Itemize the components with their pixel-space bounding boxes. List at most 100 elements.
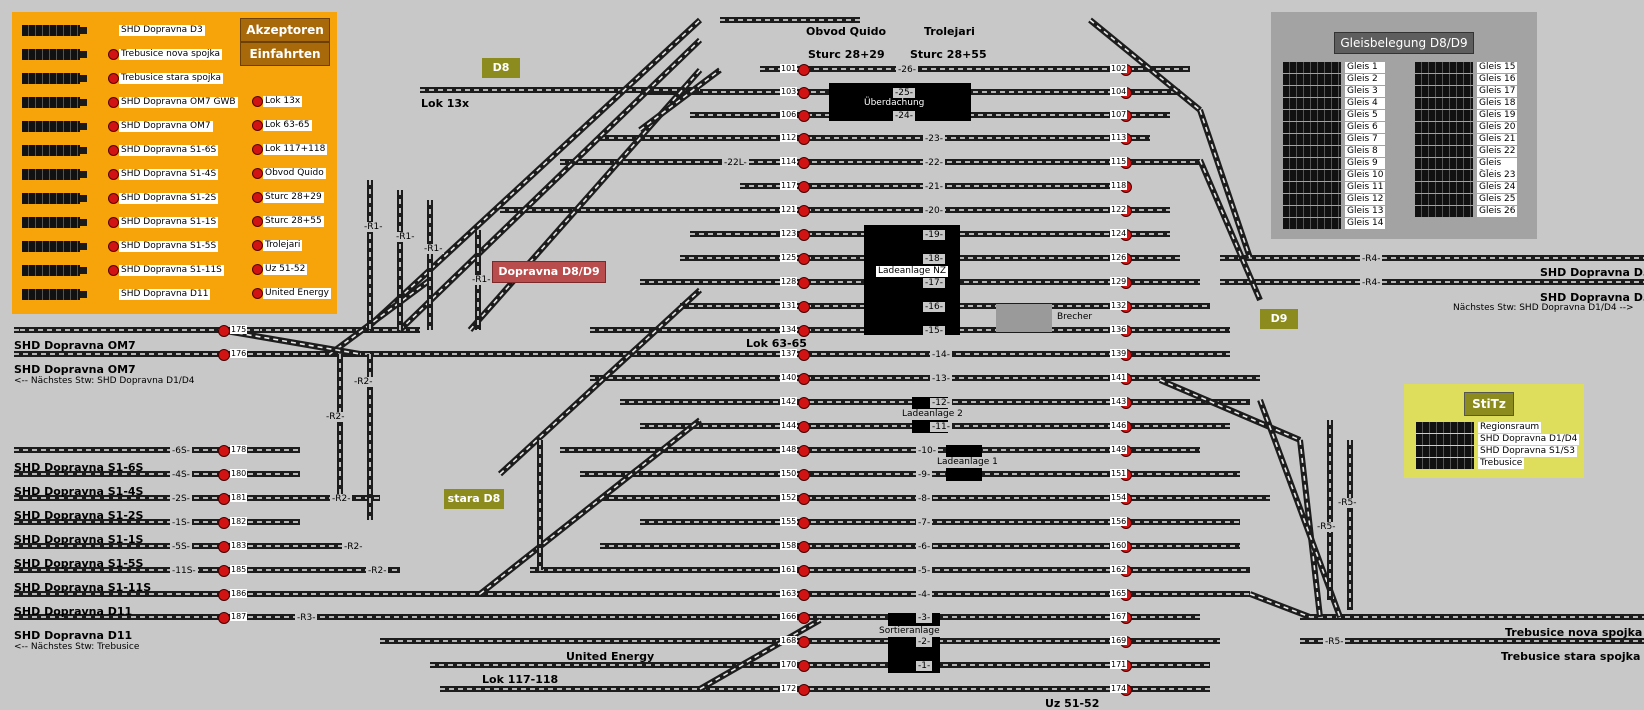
legend-entry[interactable]: SHD Dopravna S1-11S xyxy=(22,264,224,278)
occupancy-row[interactable]: Gleis 21 xyxy=(1415,134,1521,146)
track-name-label[interactable]: -6S- xyxy=(170,446,192,456)
track-name-label[interactable]: -11- xyxy=(930,422,952,432)
signal-icon[interactable] xyxy=(798,517,810,529)
track-name-label[interactable]: -19- xyxy=(923,230,945,240)
station-trebusice-nova[interactable]: Trebusice nova spojka xyxy=(1505,626,1643,639)
left-station-label[interactable]: SHD Dopravna S1-2S xyxy=(14,509,144,522)
zone-dopravna-label[interactable]: Dopravna D8/D9 xyxy=(492,261,606,283)
legend-entry[interactable]: SHD Dopravna OM7 xyxy=(22,120,222,134)
legend-entry[interactable]: Trebusice stara spojka xyxy=(22,72,223,86)
track-name-label[interactable]: -R5- xyxy=(1315,522,1338,532)
left-station-label[interactable]: SHD Dopravna D11 xyxy=(14,629,133,642)
track-name-label[interactable]: -R2- xyxy=(352,377,375,387)
legend-entry[interactable]: SHD Dopravna S1-1S xyxy=(22,216,222,230)
legend-button-akzeptoren[interactable]: Akzeptoren xyxy=(240,18,330,42)
track-name-label[interactable]: -1S- xyxy=(170,518,192,528)
loco-lok-117-118[interactable]: Lok 117-118 xyxy=(482,673,559,686)
occupancy-row[interactable]: Gleis 10 xyxy=(1283,170,1389,182)
signal-icon[interactable] xyxy=(798,349,810,361)
legend-entry[interactable]: Trebusice nova spojka xyxy=(22,48,223,62)
signal-icon[interactable] xyxy=(798,421,810,433)
track-name-label[interactable]: -18- xyxy=(923,254,945,264)
legend-loco-label[interactable]: Lok 13x xyxy=(263,96,303,107)
legend-entry[interactable]: SHD Dopravna S1-5S xyxy=(22,240,222,254)
track-name-label[interactable]: -14- xyxy=(930,350,952,360)
track-name-label[interactable]: -7- xyxy=(916,518,933,528)
occupancy-row[interactable]: Gleis 17 xyxy=(1415,86,1521,98)
track-name-label[interactable]: -1- xyxy=(916,661,933,671)
track-name-label[interactable]: -6- xyxy=(916,542,933,552)
occupancy-row[interactable]: Gleis 16 xyxy=(1415,74,1521,86)
track-name-label[interactable]: -R1- xyxy=(470,275,493,285)
signal-icon[interactable] xyxy=(798,589,810,601)
occupancy-row[interactable]: Gleis 6 xyxy=(1283,122,1389,134)
signal-icon[interactable] xyxy=(798,181,810,193)
signal-icon[interactable] xyxy=(798,493,810,505)
occupancy-row[interactable]: Gleis 19 xyxy=(1415,110,1521,122)
track-name-label[interactable]: -R4- xyxy=(1360,254,1383,264)
track-name-label[interactable]: -17- xyxy=(923,278,945,288)
legend-loco-label[interactable]: Trolejari xyxy=(263,240,303,251)
signal-icon[interactable] xyxy=(798,277,810,289)
loco-obvod-quido[interactable]: Obvod Quido xyxy=(806,25,887,38)
track-name-label[interactable]: -9- xyxy=(916,470,933,480)
legend-loco-label[interactable]: Sturc 28+29 xyxy=(263,192,324,203)
track-name-label[interactable]: -R2- xyxy=(366,566,389,576)
signal-icon[interactable] xyxy=(798,301,810,313)
signal-icon[interactable] xyxy=(798,565,810,577)
legend-entry[interactable]: SHD Dopravna S1-6S xyxy=(22,144,222,158)
left-station-label[interactable]: SHD Dopravna S1-11S xyxy=(14,581,152,594)
track-name-label[interactable]: -3- xyxy=(916,613,933,623)
occupancy-row[interactable]: Gleis 2 xyxy=(1283,74,1389,86)
track-name-label[interactable]: -4- xyxy=(916,590,933,600)
occupancy-row[interactable]: Gleis 8 xyxy=(1283,146,1389,158)
loco-lok13x[interactable]: Lok 13x xyxy=(421,97,470,110)
loco-sturc-28-55[interactable]: Sturc 28+55 xyxy=(910,48,987,61)
signal-icon[interactable] xyxy=(218,469,230,481)
track-name-label[interactable]: -R3- xyxy=(295,613,318,623)
track-name-label[interactable]: -R2- xyxy=(324,412,347,422)
track-name-label[interactable]: -2- xyxy=(916,637,933,647)
signal-icon[interactable] xyxy=(218,517,230,529)
left-station-label[interactable]: SHD Dopravna S1-1S xyxy=(14,533,144,546)
occupancy-row[interactable]: Gleis 20 xyxy=(1415,122,1521,134)
legend-entry[interactable]: SHD Dopravna OM7 GWB xyxy=(22,96,238,110)
legend-loco-label[interactable]: Sturc 28+55 xyxy=(263,216,324,227)
signal-icon[interactable] xyxy=(798,253,810,265)
track-name-label[interactable]: -16- xyxy=(923,302,945,312)
stitz-row[interactable]: SHD Dopravna S1/S3 xyxy=(1416,446,1577,458)
signal-icon[interactable] xyxy=(218,349,230,361)
stitz-row[interactable]: Regionsraum xyxy=(1416,422,1576,434)
track-name-label[interactable]: -5S- xyxy=(170,542,192,552)
track-name-label[interactable]: -R2- xyxy=(342,542,365,552)
track-name-label[interactable]: -13- xyxy=(930,374,952,384)
track-name-label[interactable]: -R1- xyxy=(394,232,417,242)
signal-icon[interactable] xyxy=(798,684,810,696)
loco-uz-51-52[interactable]: Uz 51-52 xyxy=(1045,697,1100,710)
occupancy-row[interactable]: Gleis 23 xyxy=(1415,170,1521,182)
signal-icon[interactable] xyxy=(798,325,810,337)
signal-icon[interactable] xyxy=(218,589,230,601)
signal-icon[interactable] xyxy=(798,660,810,672)
occupancy-row[interactable]: Gleis 13 xyxy=(1283,206,1389,218)
signal-icon[interactable] xyxy=(218,493,230,505)
track-name-label[interactable]: -10- xyxy=(916,446,938,456)
loco-lok-63-65[interactable]: Lok 63-65 xyxy=(746,337,807,350)
left-station-label[interactable]: SHD Dopravna OM7 xyxy=(14,339,136,352)
legend-loco-label[interactable]: Uz 51-52 xyxy=(263,264,308,275)
legend-entry[interactable]: SHD Dopravna S1-4S xyxy=(22,168,222,182)
track-name-label[interactable]: -R4- xyxy=(1360,278,1383,288)
left-station-label[interactable]: SHD Dopravna S1-6S xyxy=(14,461,144,474)
signal-icon[interactable] xyxy=(218,612,230,624)
occupancy-row[interactable]: Gleis 3 xyxy=(1283,86,1389,98)
track-name-label[interactable]: -12- xyxy=(930,398,952,408)
track-name-label[interactable]: -23- xyxy=(923,134,945,144)
occupancy-row[interactable]: Gleis 25 xyxy=(1415,194,1521,206)
signal-icon[interactable] xyxy=(798,469,810,481)
signal-icon[interactable] xyxy=(798,397,810,409)
track-name-label[interactable]: -R1- xyxy=(362,222,385,232)
occupancy-row[interactable]: Gleis 26 xyxy=(1415,206,1521,218)
signal-icon[interactable] xyxy=(798,205,810,217)
occupancy-row[interactable]: Gleis 24 xyxy=(1415,182,1521,194)
signal-icon[interactable] xyxy=(798,373,810,385)
